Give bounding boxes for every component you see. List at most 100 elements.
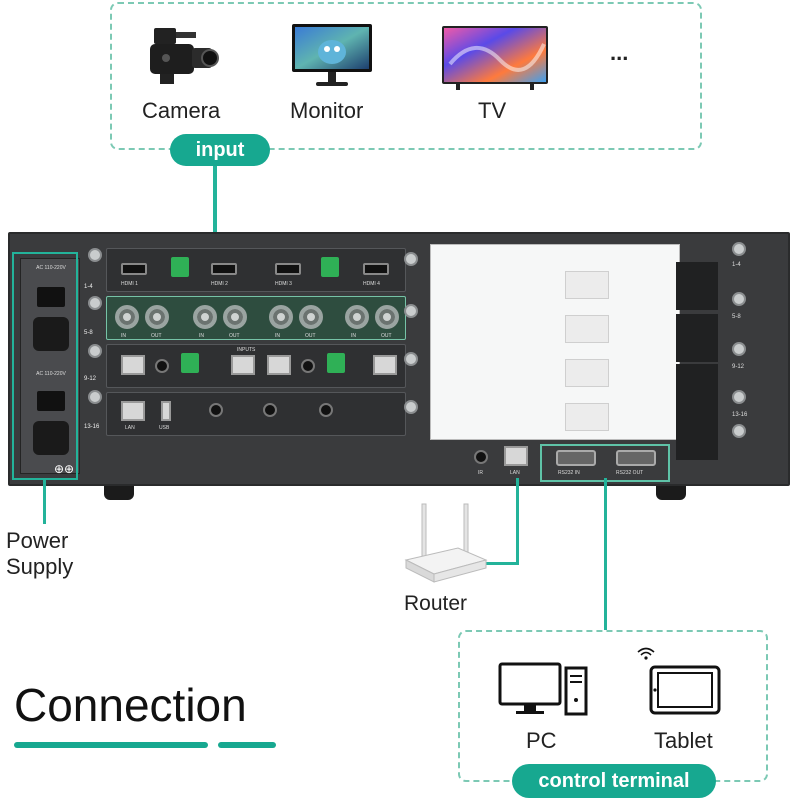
- more-devices-ellipsis: ...: [610, 40, 629, 65]
- control-terminal-tag: control terminal: [512, 764, 716, 798]
- bnc-label: OUT: [229, 333, 240, 339]
- rs232-in-port[interactable]: [556, 450, 596, 466]
- usb-port[interactable]: [161, 401, 171, 421]
- row-label-1: 1-4: [84, 284, 93, 290]
- tv-icon: [442, 26, 548, 90]
- bnc-card: IN OUT IN OUT IN OUT IN OUT: [106, 296, 406, 340]
- bnc-port[interactable]: [345, 305, 369, 329]
- control-card: LAN USB: [106, 392, 406, 436]
- title-underline-long: [14, 742, 208, 748]
- ir-port-label: IR: [478, 470, 483, 476]
- audio-port[interactable]: [155, 359, 169, 373]
- psu-voltage-label-2: AC 110-220V: [36, 371, 66, 377]
- hdmi-port[interactable]: [211, 263, 237, 275]
- output-rail: [676, 364, 718, 412]
- screw: [88, 390, 102, 404]
- bnc-label: OUT: [151, 333, 162, 339]
- hdmi-label: HDMI 2: [211, 281, 228, 287]
- lan-connector-line-v: [516, 478, 519, 564]
- rs232-out-port[interactable]: [616, 450, 656, 466]
- input-connector-line: [213, 166, 217, 296]
- page-title: Connection: [14, 679, 247, 731]
- input-devices-box: [110, 2, 702, 150]
- hdmi-label: HDMI 3: [275, 281, 292, 287]
- power-switch-1[interactable]: [37, 287, 65, 307]
- camera-icon: [150, 28, 219, 84]
- bnc-port[interactable]: [115, 305, 139, 329]
- power-supply-label-line1: Power: [6, 528, 69, 553]
- ir-port[interactable]: [474, 450, 488, 464]
- hdmi-port[interactable]: [121, 263, 147, 275]
- knob[interactable]: [263, 403, 277, 417]
- hdmi-card: HDMI 1 HDMI 2 HDMI 3 HDMI 4: [106, 248, 406, 292]
- right-row-label-3: 9-12: [732, 364, 745, 370]
- terminal-block[interactable]: [321, 257, 339, 277]
- screw: [88, 296, 102, 310]
- bnc-port[interactable]: [145, 305, 169, 329]
- knob[interactable]: [319, 403, 333, 417]
- bnc-port[interactable]: [375, 305, 399, 329]
- right-row-label-4: 13-16: [732, 412, 748, 418]
- pc-label: PC: [526, 728, 557, 753]
- terminal-block[interactable]: [327, 353, 345, 373]
- power-supply-panel: AC 110-220V AC 110-220V: [20, 258, 80, 474]
- bnc-port[interactable]: [269, 305, 293, 329]
- ground-symbol: ⊕⊕: [54, 462, 75, 476]
- row-label-3: 9-12: [84, 376, 97, 382]
- power-socket-1[interactable]: [33, 317, 69, 351]
- audio-port[interactable]: [301, 359, 315, 373]
- output-rail: [676, 262, 718, 310]
- wifi-icon: [637, 647, 655, 660]
- rj45-port[interactable]: [267, 355, 291, 375]
- hdmi-label: HDMI 1: [121, 281, 138, 287]
- rj45-port[interactable]: [121, 355, 145, 375]
- lan-port[interactable]: [121, 401, 145, 421]
- router-icon: [404, 503, 488, 583]
- power-supply-label-line2: Supply: [6, 554, 74, 579]
- row-label-4: 13-16: [84, 424, 100, 430]
- rs232-connector-line: [604, 478, 607, 630]
- bnc-port[interactable]: [223, 305, 247, 329]
- hdmi-port[interactable]: [275, 263, 301, 275]
- psu-voltage-label-1: AC 110-220V: [36, 265, 66, 271]
- terminal-block[interactable]: [171, 257, 189, 277]
- bnc-port[interactable]: [193, 305, 217, 329]
- rj45-port[interactable]: [231, 355, 255, 375]
- row-label-2: 5-8: [84, 330, 93, 336]
- lan-connector-line-h: [476, 562, 519, 565]
- bnc-label: IN: [121, 333, 126, 339]
- power-socket-2[interactable]: [33, 421, 69, 455]
- pc-icon: [498, 662, 588, 716]
- chassis-foot: [104, 486, 134, 500]
- bnc-label: IN: [275, 333, 280, 339]
- output-rail: [676, 412, 718, 460]
- screw: [732, 424, 746, 438]
- power-switch-2[interactable]: [37, 391, 65, 411]
- bay-slot: [565, 403, 609, 431]
- hdmi-label: HDMI 4: [363, 281, 380, 287]
- power-connector-line: [43, 480, 46, 524]
- rj45-port[interactable]: [373, 355, 397, 375]
- rs232-ports-frame: RS232 IN RS232 OUT: [540, 444, 670, 482]
- hdmi-port[interactable]: [363, 263, 389, 275]
- screw: [404, 352, 418, 366]
- terminal-block[interactable]: [181, 353, 199, 373]
- camera-label: Camera: [142, 98, 221, 123]
- tablet-label: Tablet: [654, 728, 713, 753]
- bay-slot: [565, 315, 609, 343]
- bnc-port[interactable]: [299, 305, 323, 329]
- tablet-icon: [649, 665, 721, 715]
- title-underline-short: [218, 742, 276, 748]
- screw: [732, 342, 746, 356]
- bnc-label: OUT: [381, 333, 392, 339]
- lan-control-port[interactable]: [504, 446, 528, 466]
- screw: [404, 252, 418, 266]
- lan-port-label: LAN: [125, 425, 135, 431]
- inputs-header: INPUTS: [237, 347, 256, 353]
- bnc-label: OUT: [305, 333, 316, 339]
- monitor-icon: [292, 24, 372, 86]
- bnc-label: IN: [199, 333, 204, 339]
- screw: [732, 242, 746, 256]
- knob[interactable]: [209, 403, 223, 417]
- screw: [404, 304, 418, 318]
